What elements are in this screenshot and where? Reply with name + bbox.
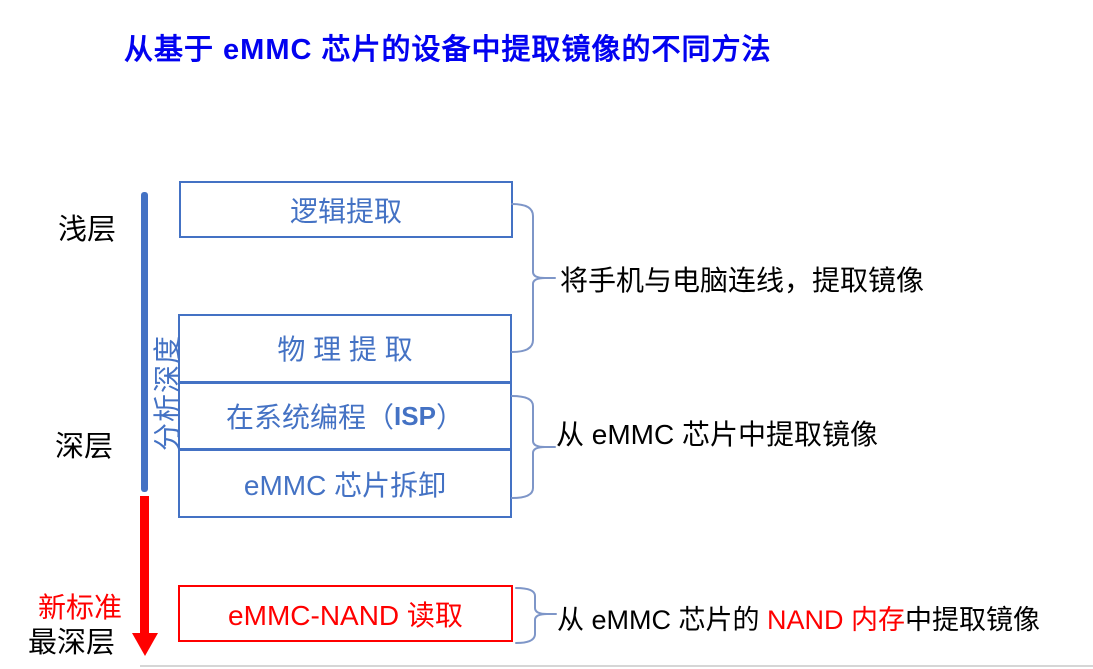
box-isp-label-suffix: ） [435,402,464,433]
bottom-divider [140,665,1093,667]
red-arrow-shaft [140,496,149,634]
annotation-nand-suffix: 中提取镜像 [905,605,1041,635]
box-nand-read: eMMC-NAND 读取 [178,585,513,642]
annotation-nand: 从 eMMC 芯片的 NAND 内存中提取镜像 [557,598,1040,637]
brace-middle-icon [511,395,556,499]
annotation-nand-prefix: 从 eMMC 芯片的 [557,605,768,635]
box-physical-extraction: 物 理 提 取 [180,316,510,381]
page-title: 从基于 eMMC 芯片的设备中提取镜像的不同方法 [124,34,772,66]
brace-top-icon [511,203,556,353]
label-deep-depth: 深层 [55,431,114,463]
annotation-logical-physical: 将手机与电脑连线，提取镜像 [560,265,925,296]
depth-axis-line [141,192,148,492]
box-logical-extraction: 逻辑提取 [179,181,513,238]
box-chip-off: eMMC 芯片拆卸 [180,448,510,516]
box-nand-read-label: eMMC-NAND 读取 [228,599,463,631]
label-new-standard: 新标准 [38,592,123,623]
annotation-isp-chipoff: 从 eMMC 芯片中提取镜像 [556,419,879,450]
label-shallow-depth: 浅层 [58,214,117,246]
brace-bottom-icon [515,587,557,644]
box-isp: 在系统编程（ISP） [180,380,510,449]
box-physical-label: 物 理 提 取 [277,334,413,366]
box-chip-off-label: eMMC 芯片拆卸 [243,469,447,501]
red-arrow-down-icon [132,633,158,656]
annotation-nand-highlight: NAND 内存 [767,605,906,635]
box-group-physical: 物 理 提 取 在系统编程（ISP） eMMC 芯片拆卸 [178,314,512,518]
label-deepest-depth: 最深层 [28,627,116,659]
box-isp-acronym: ISP [394,400,436,431]
box-isp-label-prefix: 在系统编程（ [226,402,395,433]
box-logical-label: 逻辑提取 [289,195,402,227]
